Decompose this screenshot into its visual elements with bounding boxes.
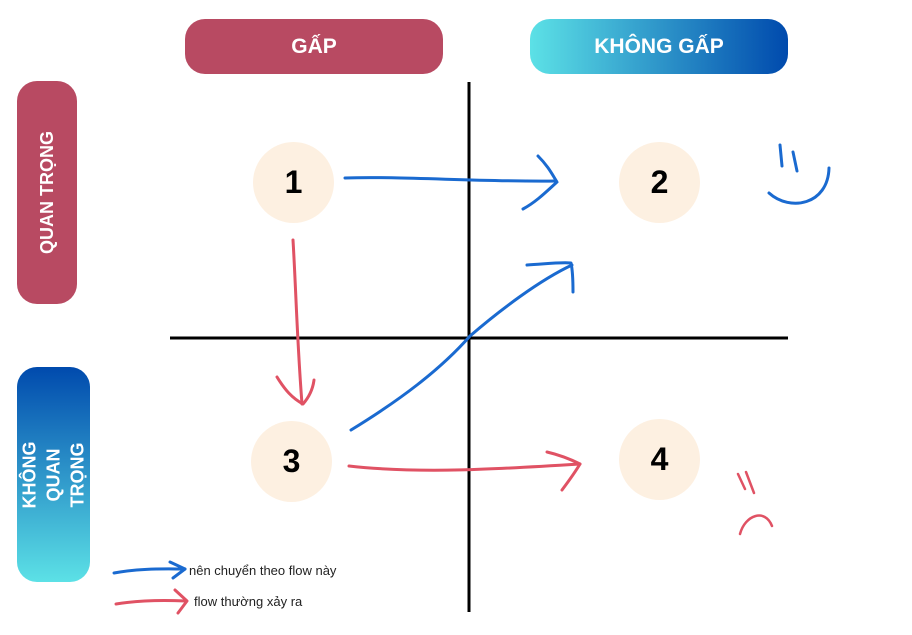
blue-arrow-1-to-2: [343, 176, 558, 183]
red-arrow-1-to-3: [291, 238, 304, 406]
header-not-urgent: KHÔNG GẤP: [530, 19, 788, 74]
header-not-urgent-label: KHÔNG GẤP: [594, 34, 724, 58]
header-important: QUAN TRỌNG: [17, 81, 77, 304]
red-arrow-1-to-3-head: [275, 375, 316, 406]
header-important-label: QUAN TRỌNG: [36, 131, 57, 254]
quadrant-1-circle: 1: [253, 142, 334, 223]
smiley-mouth: [767, 166, 831, 205]
header-not-important-label: KHÔNG QUAN TRỌNG: [19, 441, 88, 508]
quadrant-4-label: 4: [650, 441, 669, 477]
header-urgent-label: GẤP: [291, 34, 337, 58]
legend-red-arrow: [114, 598, 188, 606]
red-arrow-3-to-4-head: [545, 450, 582, 492]
legend-red-label: flow thường xảy ra: [194, 594, 303, 609]
legend-red-arrow-head: [173, 588, 189, 615]
smiley-eye-right: [791, 150, 799, 173]
red-arrow-3-to-4: [347, 462, 582, 472]
blue-arrow-3-to-2: [349, 263, 574, 432]
quadrant-4-circle: 4: [619, 419, 700, 500]
quadrant-3-label: 3: [282, 443, 301, 479]
header-urgent: GẤP: [185, 19, 443, 74]
sad-mouth: [738, 514, 774, 536]
quadrant-1-label: 1: [284, 164, 303, 200]
blue-arrow-1-to-2-head: [521, 154, 559, 211]
legend-blue-arrow-head: [168, 560, 187, 580]
legend-blue-arrow: [112, 567, 187, 575]
sad-eye-left: [736, 472, 747, 491]
blue-arrow-3-to-2-head: [525, 261, 575, 294]
sad-eye-right: [744, 470, 756, 495]
quadrant-3-circle: 3: [251, 421, 332, 502]
smiley-eye-left: [778, 143, 784, 168]
legend-blue-label: nên chuyển theo flow này: [189, 563, 337, 578]
header-not-important: KHÔNG QUAN TRỌNG: [17, 367, 90, 582]
quadrant-2-circle: 2: [619, 142, 700, 223]
quadrant-2-label: 2: [650, 164, 669, 200]
